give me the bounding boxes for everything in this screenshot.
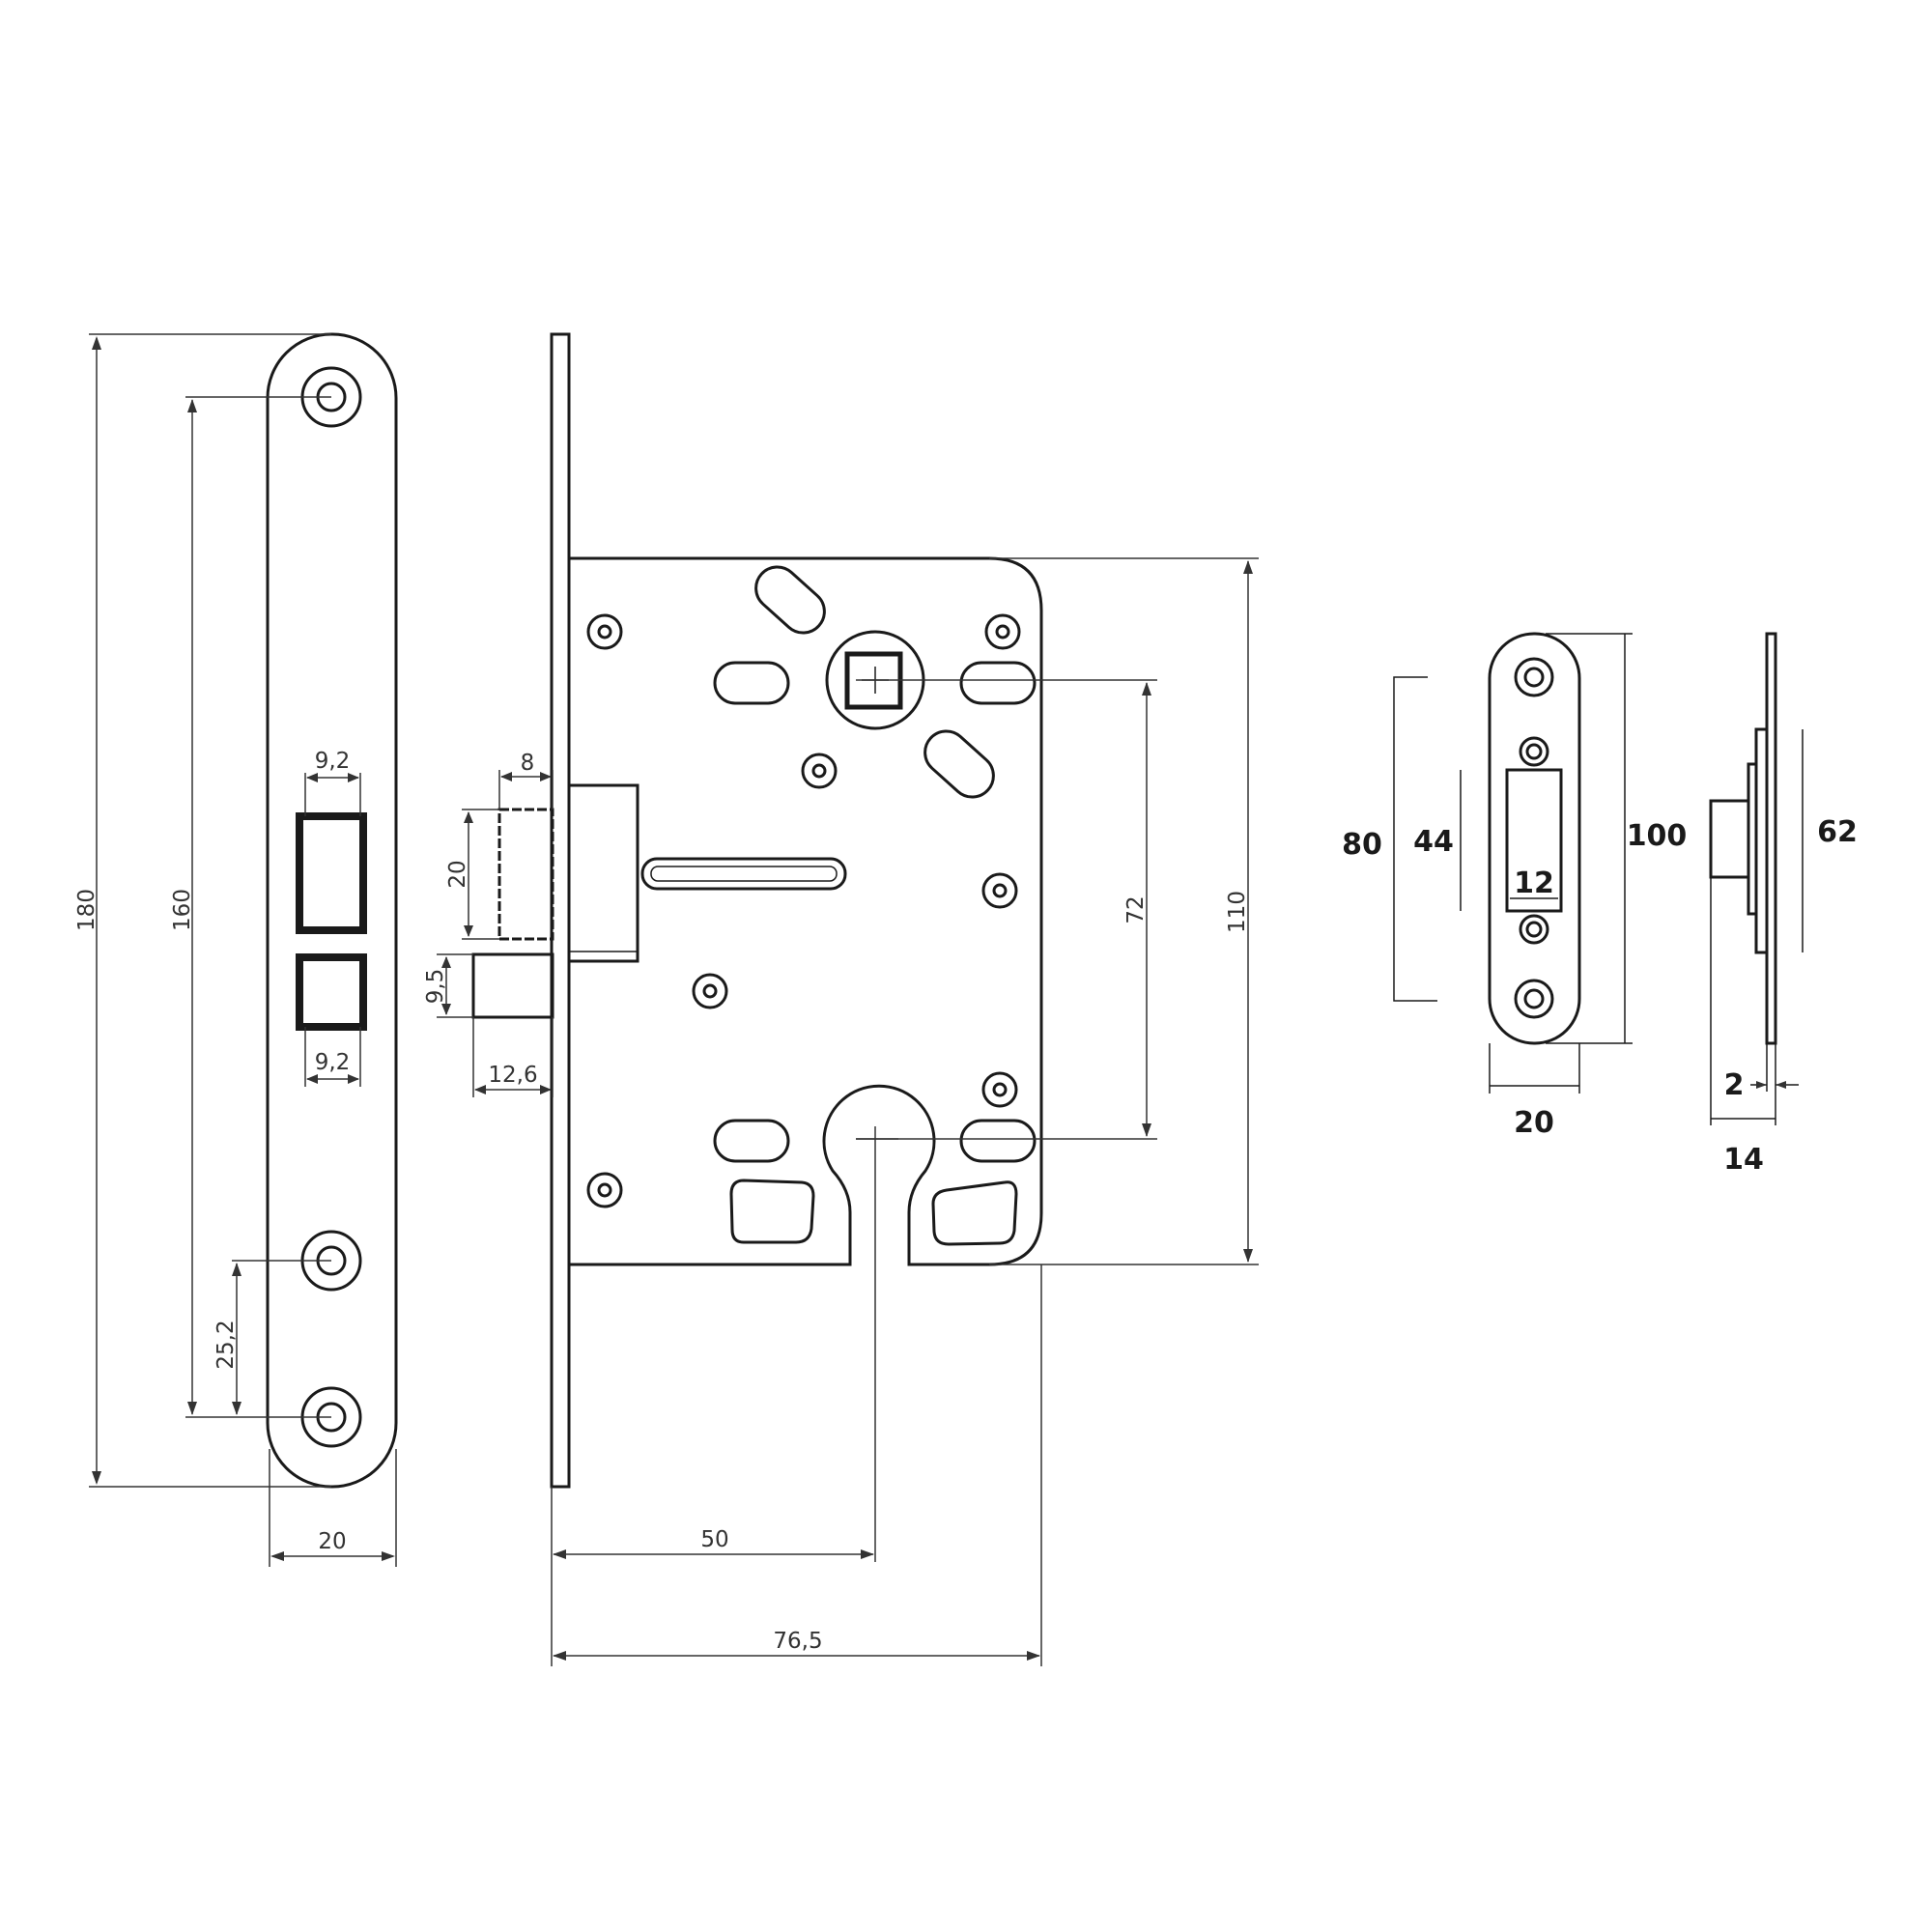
case-screw-2 bbox=[984, 613, 1021, 650]
strike-plate-side-view: 62 2 14 bbox=[1709, 632, 1858, 1177]
strike-side-step-1 bbox=[1754, 727, 1769, 954]
strike-screw-bottom-outer bbox=[1514, 979, 1554, 1019]
strike-opening bbox=[1505, 768, 1563, 913]
case-screw-5 bbox=[692, 973, 728, 1009]
case-screw-6 bbox=[981, 1071, 1018, 1108]
dim-label-110: 110 bbox=[1225, 891, 1250, 933]
dim-label-100: 100 bbox=[1627, 819, 1688, 853]
dim-label-44: 44 bbox=[1413, 825, 1454, 859]
window-bottom-left bbox=[729, 1179, 815, 1244]
strike-screw-top-outer bbox=[1514, 657, 1554, 697]
dim-label-72: 72 bbox=[1123, 895, 1149, 923]
window-bottom-right bbox=[931, 1180, 1018, 1246]
lock-case-outline bbox=[569, 556, 1043, 1266]
dim-label-80: 80 bbox=[1342, 828, 1382, 862]
deadbolt bbox=[471, 952, 554, 1019]
faceplate-bolt-opening bbox=[296, 953, 367, 1031]
dim-label-25-2: 25,2 bbox=[213, 1320, 239, 1369]
dim-label-20-latch: 20 bbox=[445, 860, 470, 888]
dim-label-180: 180 bbox=[74, 889, 99, 931]
faceplate-front-view: 180 160 25,2 9,2 9,2 20 bbox=[74, 332, 398, 1567]
case-screw-4 bbox=[981, 872, 1018, 909]
lock-body-side-view: 8 20 9,5 12,6 72 110 bbox=[423, 332, 1259, 1666]
dim-label-14: 14 bbox=[1723, 1143, 1764, 1177]
strike-pin-bottom-outer bbox=[1519, 914, 1549, 945]
dim-label-20-strike: 20 bbox=[1514, 1106, 1554, 1140]
dim-label-50: 50 bbox=[700, 1527, 728, 1552]
dim-label-12-6: 12,6 bbox=[488, 1063, 537, 1088]
case-screw-7 bbox=[586, 1172, 623, 1208]
slot-top-right bbox=[959, 661, 1037, 705]
slot-top-left bbox=[713, 661, 790, 705]
slot-bottom-right bbox=[959, 1119, 1037, 1163]
dim-label-8: 8 bbox=[521, 751, 535, 776]
dim-label-12: 12 bbox=[1514, 867, 1554, 900]
faceplate-outline bbox=[266, 332, 398, 1489]
lock-forend bbox=[550, 332, 571, 1489]
slot-mid-diagonal bbox=[923, 729, 995, 799]
dim-label-9-2-bottom: 9,2 bbox=[315, 1050, 351, 1075]
dim-label-160: 160 bbox=[170, 889, 195, 931]
strike-plate-outline bbox=[1488, 632, 1581, 1045]
case-screw-3 bbox=[801, 753, 838, 789]
dim-label-9-2-top: 9,2 bbox=[315, 749, 351, 774]
dim-label-20-faceplate: 20 bbox=[318, 1529, 346, 1554]
slot-top-diagonal bbox=[754, 565, 826, 635]
dim-label-76-5: 76,5 bbox=[773, 1629, 822, 1654]
strike-plate-front-view: 80 44 100 12 20 bbox=[1342, 632, 1688, 1140]
latch-body bbox=[567, 783, 639, 963]
dim-label-62: 62 bbox=[1817, 815, 1858, 849]
dim-label-2: 2 bbox=[1724, 1068, 1745, 1102]
dim-label-9-5: 9,5 bbox=[423, 969, 448, 1005]
strike-pin-top-outer bbox=[1519, 736, 1549, 767]
slot-bottom-left bbox=[713, 1119, 790, 1163]
latch-head bbox=[497, 808, 554, 941]
case-screw-1 bbox=[586, 613, 623, 650]
long-slot bbox=[640, 857, 847, 891]
strike-side-box bbox=[1709, 799, 1750, 879]
faceplate-latch-opening bbox=[296, 812, 367, 934]
